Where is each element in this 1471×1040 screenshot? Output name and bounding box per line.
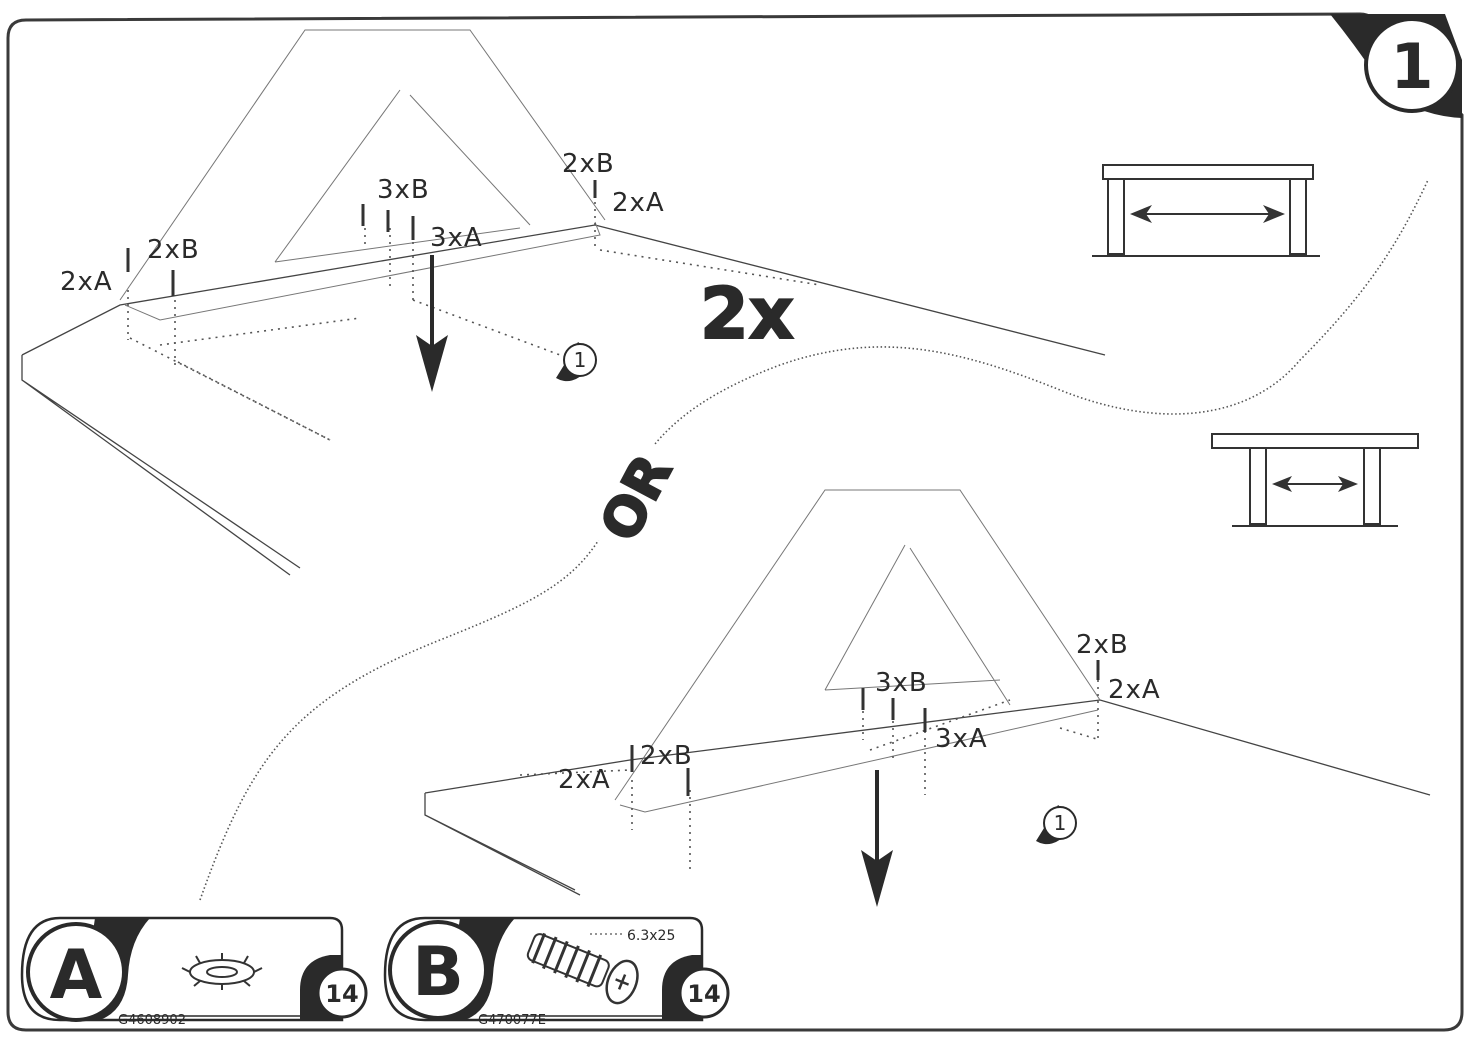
lower-callout-right-washer: 2xA	[1108, 675, 1161, 705]
part-b-size: 6.3x25	[627, 928, 675, 944]
part-b-quantity: 14	[687, 980, 720, 1008]
step-badge	[1364, 17, 1460, 113]
separator-label-group: OR	[580, 433, 685, 559]
lower-push-arrowhead	[861, 850, 893, 907]
upper-table-top	[21, 224, 1106, 576]
lower-callout-mid-washer: 3xA	[935, 724, 988, 754]
upper-push-arrowhead	[416, 335, 448, 392]
part-a-code: G4608902	[118, 1013, 186, 1028]
lower-a-frame-leg	[614, 489, 1101, 813]
lower-callout-left-screw: 2xB	[640, 741, 693, 771]
multiplier-label: 2x	[700, 273, 794, 355]
svg-text:1: 1	[574, 348, 587, 372]
divider-curve	[199, 179, 1429, 901]
upper-callout-mid-screw: 3xB	[377, 175, 430, 205]
part-a-letter: A	[50, 936, 103, 1015]
svg-text:1: 1	[1054, 811, 1067, 835]
upper-assembly: 2xA 2xB 3xB 3xA 2xB 2xA 1	[21, 29, 1106, 576]
upper-callout-left-washer: 2xA	[60, 267, 113, 297]
lower-bolt-guides	[519, 680, 1101, 870]
upper-rotate-badge: 1	[556, 342, 597, 382]
part-card-a: A G4608902 14	[20, 916, 368, 1028]
upper-bolt-guides	[127, 195, 821, 441]
upper-callout-mid-washer: 3xA	[430, 223, 483, 253]
part-b-letter: B	[412, 933, 464, 1012]
lower-callout-right-screw: 2xB	[1076, 630, 1129, 660]
lower-callout-left-washer: 2xA	[558, 765, 611, 795]
lower-callout-mid-screw: 3xB	[875, 668, 928, 698]
lower-rotate-badge: 1	[1036, 805, 1077, 845]
upper-a-frame-leg	[119, 29, 606, 321]
part-card-b: B 6.3x25 G470077E 14	[383, 916, 730, 1028]
upper-callout-right-screw: 2xB	[562, 149, 615, 179]
part-a-quantity: 14	[325, 980, 358, 1008]
narrow-leg-spacing-diagram	[1211, 433, 1419, 527]
step-number: 1	[1390, 30, 1433, 103]
upper-callout-left-screw: 2xB	[147, 235, 200, 265]
star-washer-icon	[181, 953, 263, 990]
upper-screws	[126, 180, 597, 296]
upper-callout-right-washer: 2xA	[612, 188, 665, 218]
euro-screw-icon	[526, 932, 639, 1005]
lower-table-top	[424, 699, 1431, 896]
wide-leg-spacing-diagram	[1092, 164, 1320, 257]
part-b-code: G470077E	[478, 1013, 546, 1028]
lower-assembly: 2xA 2xB 3xB 3xA 2xB 2xA 1	[424, 489, 1431, 907]
lower-screws	[630, 660, 1100, 796]
